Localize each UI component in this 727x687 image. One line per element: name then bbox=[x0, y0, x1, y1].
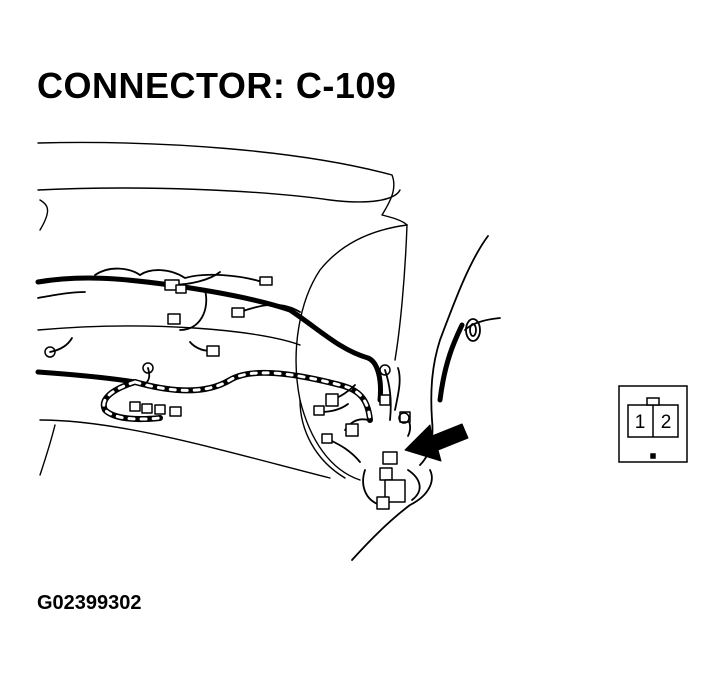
harness-connectors bbox=[129, 276, 411, 510]
dashboard-outline bbox=[37, 141, 408, 481]
grommet bbox=[465, 318, 481, 342]
ring-terminals bbox=[44, 346, 410, 424]
page-title: CONNECTOR: C-109 bbox=[37, 65, 397, 106]
pin-2-label: 2 bbox=[661, 412, 672, 433]
connector-face-icon: 1 2 bbox=[618, 385, 688, 463]
pin-1-label: 1 bbox=[635, 412, 646, 433]
figure-id: G02399302 bbox=[37, 592, 142, 614]
arrow-icon bbox=[404, 423, 469, 462]
wire-harness-tape-marks bbox=[102, 371, 372, 422]
